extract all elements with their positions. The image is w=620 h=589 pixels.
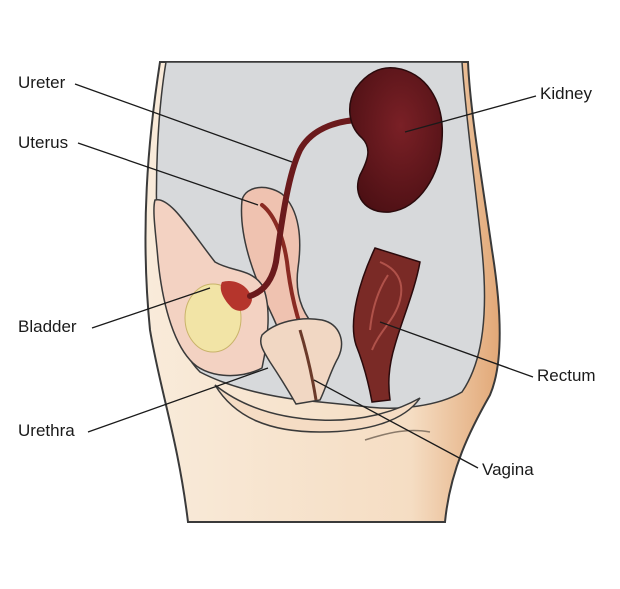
leader-urethra [87, 367, 269, 433]
label-ureter: Ureter [18, 73, 66, 92]
leader-vagina [313, 379, 479, 469]
skin-crease [364, 429, 431, 441]
label-urethra: Urethra [18, 421, 75, 440]
urethra-vagina-tissue [259, 318, 343, 405]
leader-rectum [379, 321, 534, 378]
leader-lines [74, 83, 537, 469]
kidney-shape [349, 66, 444, 213]
label-uterus: Uterus [18, 133, 69, 152]
leader-ureter [74, 83, 293, 163]
ureter-tube [247, 116, 375, 299]
label-bladder: Bladder [18, 317, 77, 336]
bladder-trigone [220, 280, 252, 311]
leader-bladder [91, 287, 211, 329]
rectum-mucosa [369, 261, 403, 351]
pelvic-floor [214, 384, 421, 433]
leader-uterus [77, 142, 259, 206]
label-kidney: Kidney [540, 84, 592, 103]
label-rectum: Rectum [537, 366, 596, 385]
leader-kidney [404, 95, 537, 133]
vaginal-canal [298, 329, 318, 401]
label-vagina: Vagina [482, 460, 534, 479]
